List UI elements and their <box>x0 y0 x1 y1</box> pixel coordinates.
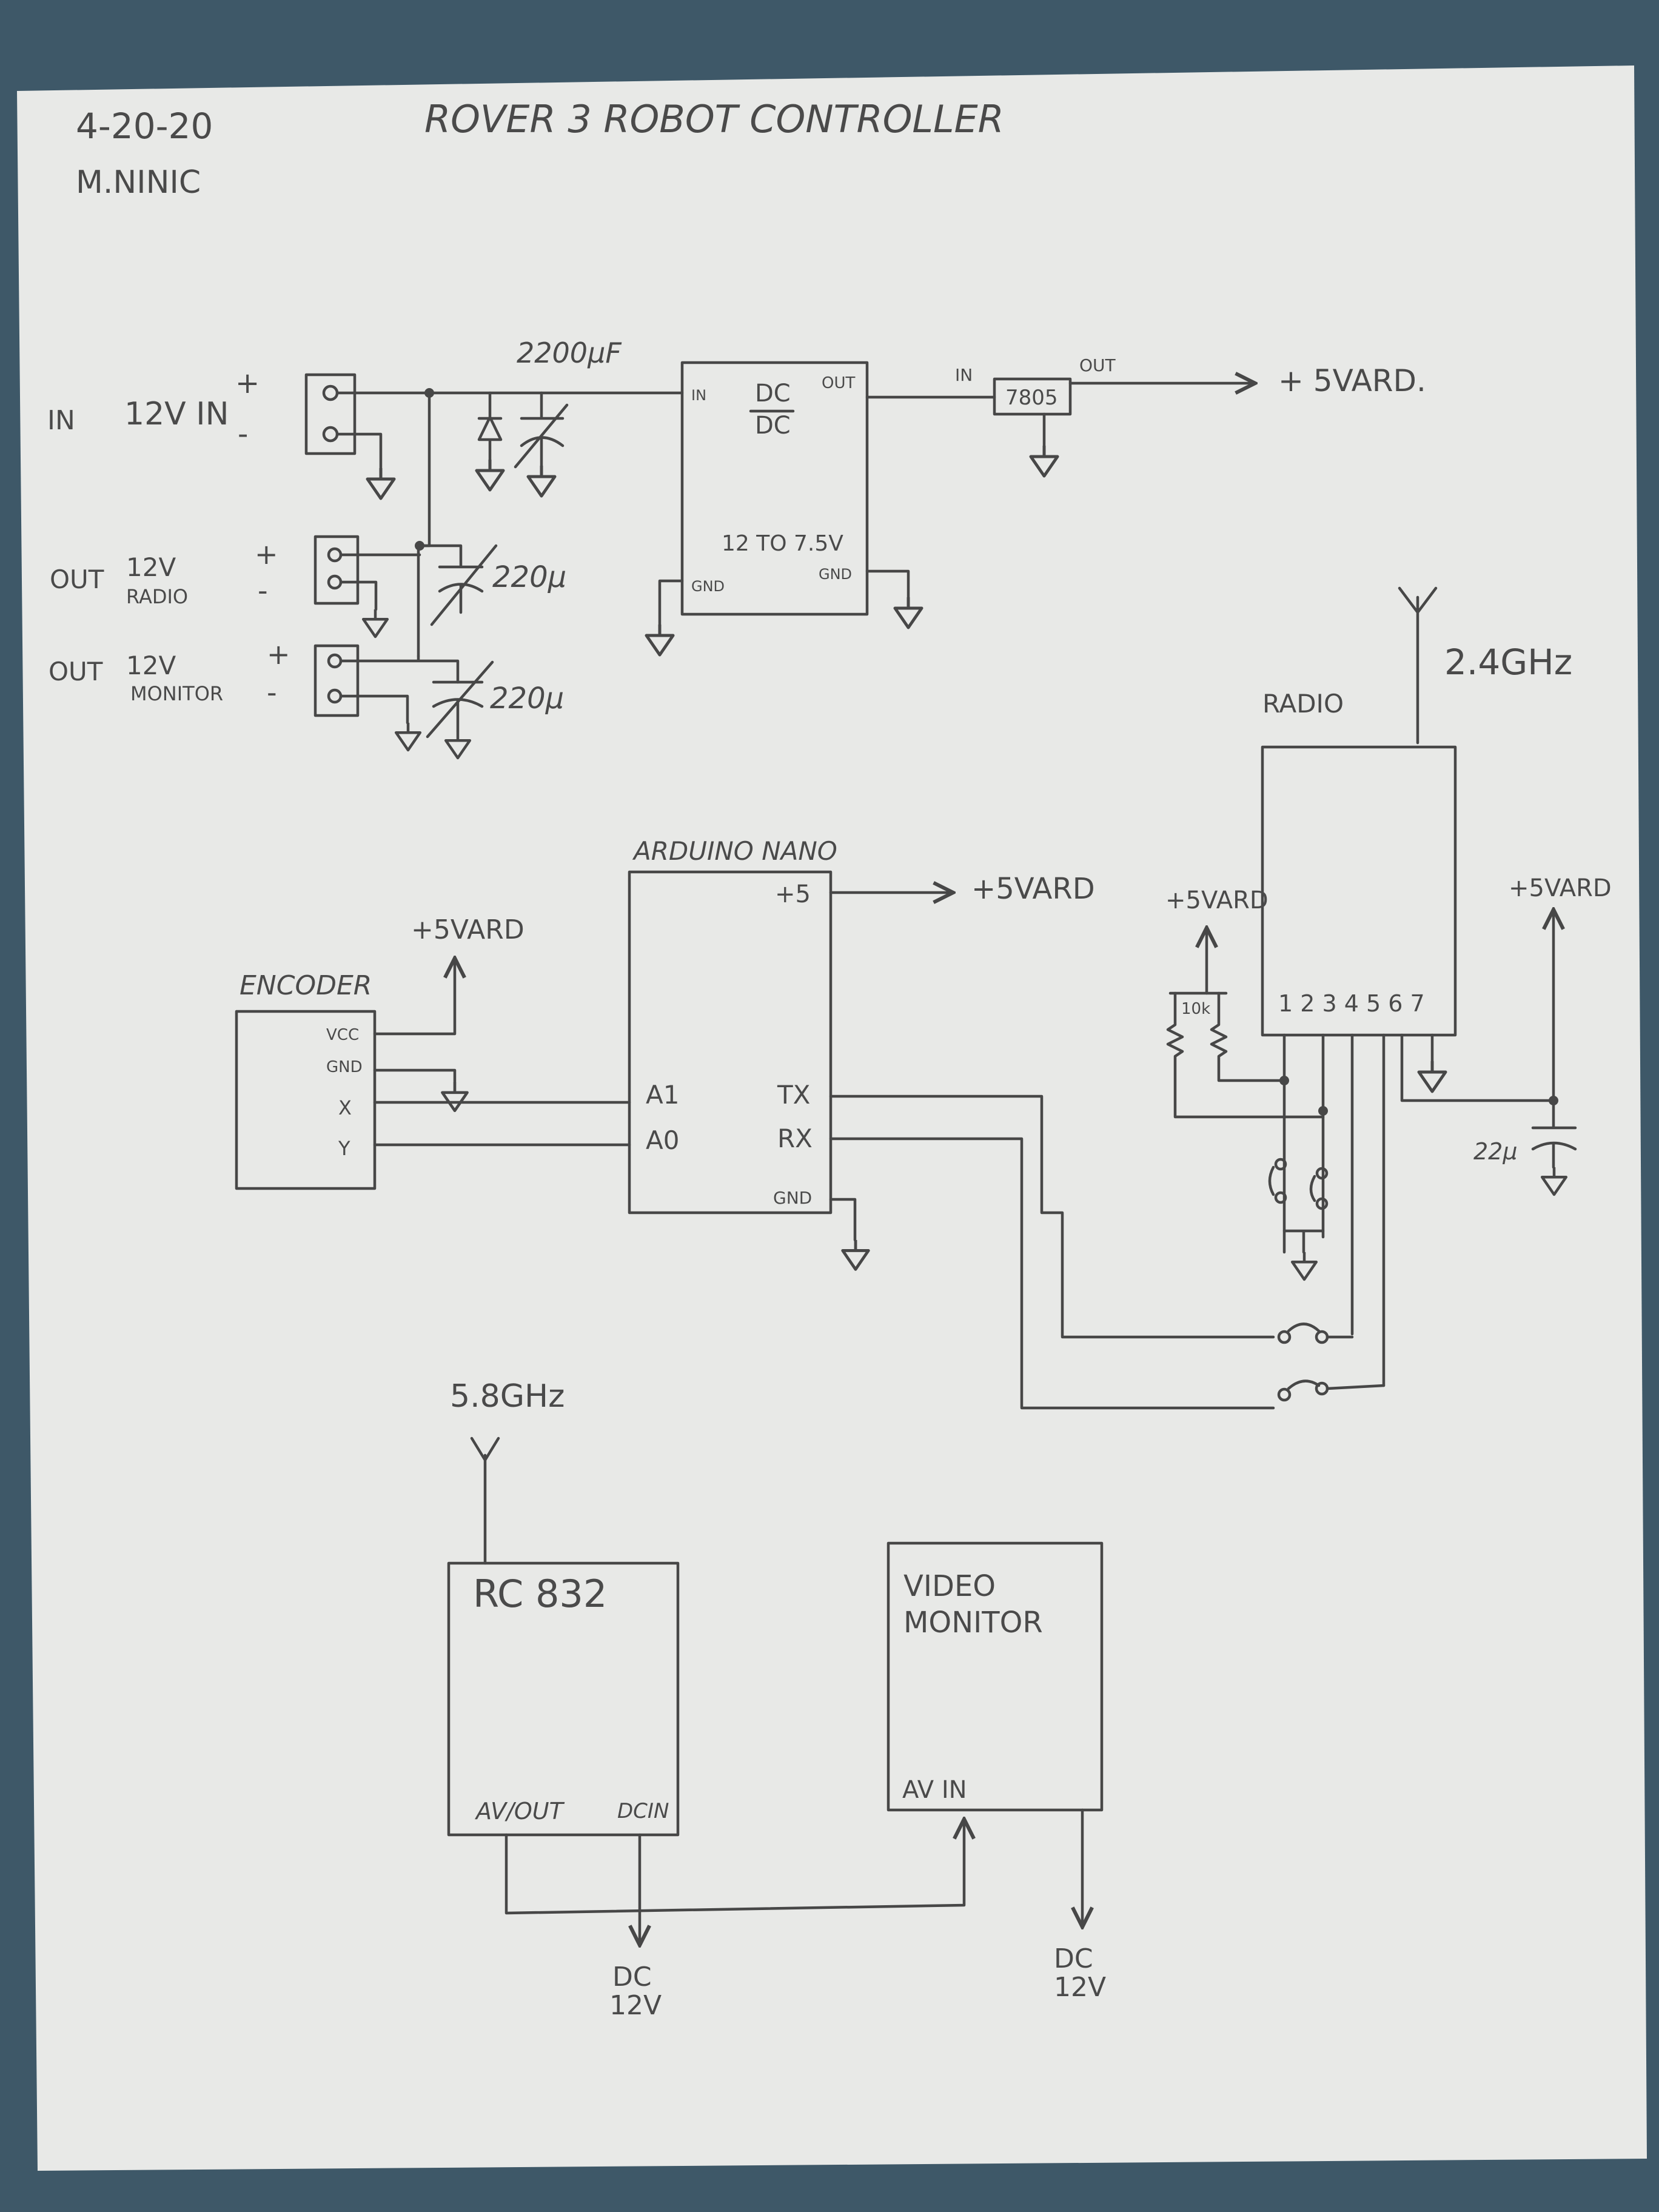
power-in-plus: + <box>235 366 260 400</box>
serial-switch-symbols <box>1277 1322 1386 1402</box>
video-monitor-label-line2: MONITOR <box>903 1606 1043 1640</box>
encoder-x-pin: X <box>338 1096 352 1119</box>
date-text: 4-20-20 <box>76 106 213 147</box>
dcdc-gnd-left: GND <box>691 578 725 595</box>
dcdc-converter-box <box>680 361 869 616</box>
out-radio-minus: - <box>258 574 268 607</box>
out-radio-label: OUT <box>50 565 104 594</box>
radio-capacitor-value: 22µ <box>1473 1138 1518 1165</box>
encoder-label: ENCODER <box>240 970 372 1001</box>
main-capacitor-symbol <box>514 391 569 469</box>
radio-label: RADIO <box>1262 689 1344 719</box>
regulator-in-pin: IN <box>955 365 973 385</box>
monitor-capacitor-symbol <box>426 660 494 739</box>
radio-frequency: 2.4GHz <box>1444 642 1572 683</box>
video-receiver-av-out: AV/OUT <box>474 1798 565 1825</box>
radio-vcc-left: +5VARD <box>1165 886 1269 914</box>
video-monitor-label-line1: VIDEO <box>903 1569 996 1603</box>
protection-diode-symbol <box>477 391 503 461</box>
radio-capacitor-symbol <box>418 544 498 626</box>
video-receiver-box <box>447 1561 680 1837</box>
radio-capacitor-value: 220µ <box>492 560 566 594</box>
radio-module-box <box>1261 745 1457 1037</box>
out-monitor-voltage: 12V <box>126 651 176 680</box>
regulator-output-label: + 5VARD. <box>1278 363 1426 398</box>
dcdc-out-pin: OUT <box>822 374 855 392</box>
radio-antenna <box>1398 586 1438 745</box>
regulator-name: 7805 <box>1005 386 1058 410</box>
dcdc-bottom-label: DC <box>755 412 791 440</box>
encoder-gnd-pin: GND <box>326 1058 363 1076</box>
power-12v-in-label: 12V IN <box>124 396 229 432</box>
dcdc-in-pin: IN <box>691 387 706 404</box>
arduino-tx-pin: TX <box>777 1080 810 1110</box>
power-in-minus: - <box>238 417 248 451</box>
encoder-vcc-output: +5VARD <box>411 914 525 945</box>
out-monitor-label: OUT <box>49 657 103 686</box>
pullup-resistors <box>1166 991 1325 1119</box>
arduino-a0-pin: A0 <box>646 1125 679 1155</box>
receiver-dc-label: DC <box>612 1962 652 1992</box>
monitor-dc-label: DC <box>1054 1943 1093 1974</box>
radio-vcc-right: +5VARD <box>1509 874 1612 902</box>
title-text: ROVER 3 ROBOT CONTROLLER <box>424 97 1004 141</box>
video-receiver-name: RC 832 <box>473 1572 607 1616</box>
arduino-5v-output: +5VARD <box>971 872 1095 906</box>
arduino-gnd-pin: GND <box>773 1188 812 1208</box>
video-receiver-dc-in: DCIN <box>617 1799 669 1823</box>
regulator-box <box>993 377 1072 416</box>
video-frequency: 5.8GHz <box>450 1378 565 1415</box>
arduino-a1-pin: A1 <box>646 1080 679 1110</box>
out-monitor-plus: + <box>267 638 290 671</box>
video-monitor-av-in: AV IN <box>902 1776 967 1804</box>
encoder-y-pin: Y <box>338 1137 350 1160</box>
power-in-label: IN <box>47 405 75 436</box>
author-text: M.NINIC <box>76 164 201 201</box>
regulator-out-pin: OUT <box>1079 355 1116 375</box>
encoder-box <box>235 1010 377 1190</box>
receiver-dc-voltage: 12V <box>609 1990 662 2021</box>
encoder-vcc-pin: VCC <box>326 1026 359 1044</box>
out-radio-name: RADIO <box>126 585 188 608</box>
resistor-value: 10k <box>1181 1000 1210 1018</box>
out-radio-plus: + <box>255 538 278 571</box>
arduino-label: ARDUINO NANO <box>632 836 837 866</box>
pushbutton-symbols <box>1268 1158 1329 1254</box>
arduino-rx-pin: RX <box>777 1124 813 1153</box>
dcdc-voltage-range: 12 TO 7.5V <box>722 531 843 556</box>
dcdc-top-label: DC <box>755 380 791 407</box>
video-monitor-box <box>886 1541 1104 1812</box>
out-radio-voltage: 12V <box>126 552 176 582</box>
main-capacitor-value: 2200µF <box>517 337 622 369</box>
out-monitor-name: MONITOR <box>130 682 223 705</box>
out-monitor-minus: - <box>267 676 277 709</box>
monitor-dc-voltage: 12V <box>1054 1972 1106 2003</box>
arduino-nano-box <box>628 870 833 1215</box>
radio-pin-numbers: 1 2 3 4 5 6 7 <box>1278 990 1425 1017</box>
monitor-capacitor-value: 220µ <box>490 682 564 716</box>
radio-output-connector <box>313 535 360 605</box>
dcdc-gnd-right: GND <box>819 566 852 583</box>
arduino-5v-pin: +5 <box>775 880 811 908</box>
video-antenna <box>470 1436 500 1565</box>
